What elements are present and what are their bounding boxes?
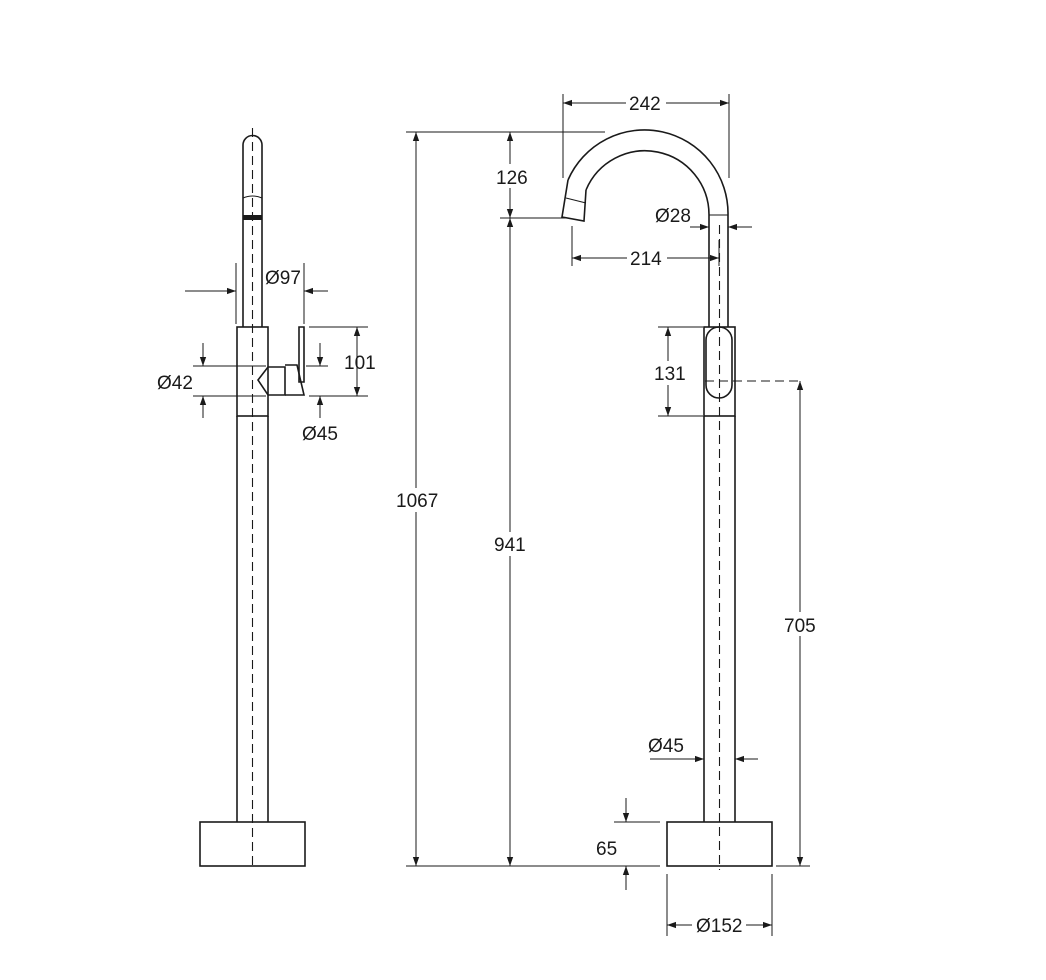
front-lower-column	[703, 416, 736, 822]
dim-d45-handle-label: Ø45	[302, 424, 338, 445]
side-lower-column	[236, 416, 269, 822]
front-spout-inner	[585, 150, 710, 327]
dim-w214-label: 214	[630, 249, 662, 270]
side-view	[199, 128, 306, 870]
dim-w242-label: 242	[629, 94, 661, 115]
front-spout-tip-ring	[565, 197, 587, 204]
front-view	[561, 129, 800, 870]
front-spout-outer	[567, 129, 729, 327]
dim-h101-label: 101	[344, 353, 376, 374]
side-view-dimensions: Ø97 Ø42 101 Ø45	[157, 263, 376, 445]
dim-h941-label: 941	[494, 535, 526, 556]
dim-d97-label: Ø97	[265, 268, 301, 289]
dim-h65-label: 65	[596, 839, 617, 860]
side-handle-lever	[257, 366, 286, 396]
side-handle-paddle	[298, 326, 305, 383]
side-aerator-ring	[242, 195, 263, 199]
front-view-dimensions: 1067 126 941 242 Ø28 214 131	[394, 92, 821, 937]
side-handle-stem	[285, 364, 306, 396]
dim-h705-label: 705	[784, 616, 816, 637]
front-spout-tip	[561, 179, 587, 222]
dim-d28-label: Ø28	[655, 206, 691, 227]
dim-h131-label: 131	[654, 364, 686, 385]
dim-h1067-label: 1067	[396, 491, 438, 512]
dim-d45-body-label: Ø45	[648, 736, 684, 757]
front-handle	[705, 326, 733, 399]
dim-d42-label: Ø42	[157, 373, 193, 394]
dim-d152-label: Ø152	[696, 916, 742, 937]
dim-h126-label: 126	[496, 168, 528, 189]
